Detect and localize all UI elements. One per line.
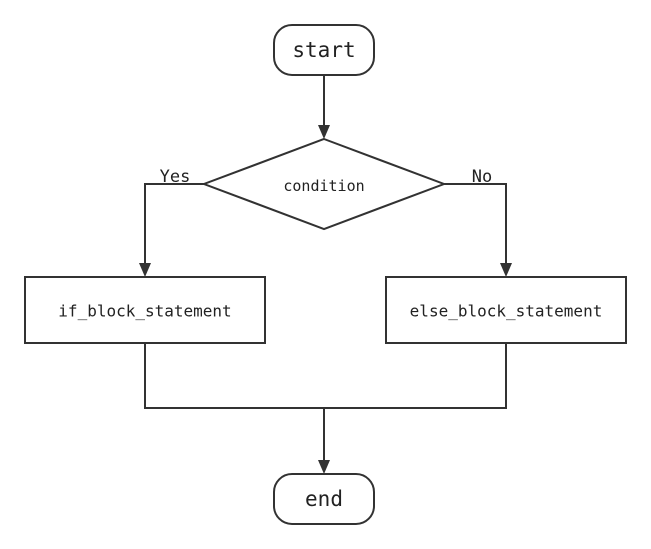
start-node: start [273, 24, 375, 76]
decision-diamond-shape [201, 137, 447, 231]
yes-label: Yes [160, 167, 191, 187]
else-block-process-shape [385, 276, 627, 344]
if-block-label: if_block_statement [58, 302, 231, 321]
connector-line [444, 183, 507, 264]
else-block-label: else_block_statement [410, 302, 603, 321]
no-label: No [472, 167, 492, 187]
condition-node: condition [201, 137, 447, 231]
arrowhead-icon [500, 263, 512, 277]
if-block-process-shape [24, 276, 266, 344]
connector-line [144, 343, 507, 409]
end-label: end [305, 487, 343, 511]
connector-start-to-condition [318, 75, 330, 139]
end-node: end [273, 473, 375, 525]
else-block-node: else_block_statement [385, 276, 627, 344]
start-label: start [292, 38, 355, 62]
arrowhead-icon [139, 263, 151, 277]
connector-yes-branch: Yes [139, 167, 204, 277]
arrowhead-icon [318, 460, 330, 474]
end-terminal-shape [273, 473, 375, 525]
connector-merge [144, 343, 507, 474]
arrowhead-icon [318, 125, 330, 139]
condition-label: condition [283, 177, 364, 195]
connector-line [144, 183, 204, 264]
if-block-node: if_block_statement [24, 276, 266, 344]
connector-no-branch: No [444, 167, 512, 277]
